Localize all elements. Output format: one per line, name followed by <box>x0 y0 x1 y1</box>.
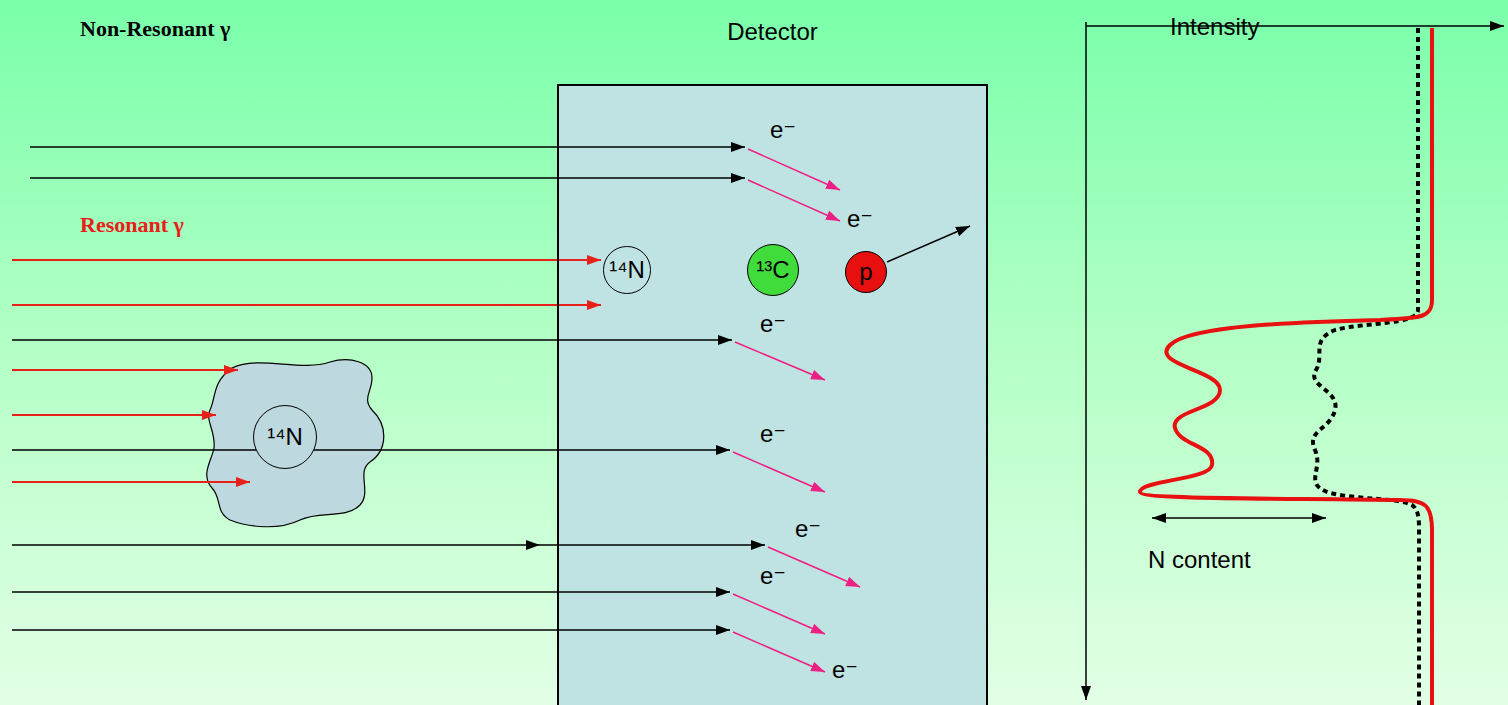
electron-label: e⁻ <box>832 656 858 684</box>
electron-label: e⁻ <box>760 310 786 337</box>
proton-track <box>887 226 970 262</box>
electron-label: e⁻ <box>770 116 796 143</box>
resonant-rays <box>12 260 601 482</box>
beam-label: Resonant γ <box>80 212 184 237</box>
electron-label: e⁻ <box>847 205 873 232</box>
particle-symbol: p <box>859 258 872 286</box>
particle-symbol: ¹⁴N <box>267 423 303 451</box>
detector-box: Detector¹⁴N¹³Cp <box>557 84 988 705</box>
dimension-label: N content <box>1148 546 1251 574</box>
nitrogen-nucleus: ¹⁴N <box>253 405 317 469</box>
electron-label: e⁻ <box>770 116 796 144</box>
electron-tracks <box>733 149 860 672</box>
detector-fill <box>557 84 988 705</box>
electron-label: e⁻ <box>795 515 821 543</box>
nitrogen-nucleus: ¹⁴N <box>603 246 651 294</box>
beam-label: Non-Resonant γ <box>80 16 230 41</box>
electron-label: e⁻ <box>795 515 821 542</box>
electron-label: e⁻ <box>760 420 786 448</box>
carbon-nucleus: ¹³C <box>747 244 799 296</box>
beam-label: Non-Resonant γ <box>80 16 230 41</box>
dimension-label: N content <box>1148 546 1251 573</box>
non-resonant-rays <box>12 147 765 630</box>
axis-label: Intensity <box>1170 13 1259 40</box>
axis-label: Intensity <box>1170 13 1259 41</box>
electron-label: e⁻ <box>847 205 873 233</box>
sample-blob <box>207 360 384 527</box>
electron-label: e⁻ <box>760 562 786 590</box>
proton: p <box>845 251 887 293</box>
box-heading: Detector <box>559 18 986 46</box>
particle-symbol: ¹⁴N <box>609 256 645 284</box>
box-title: Detector <box>727 18 818 45</box>
particle-symbol: ¹³C <box>756 256 789 284</box>
electron-label: e⁻ <box>760 562 786 589</box>
beam-label: Resonant γ <box>80 212 184 237</box>
intensity-graph <box>1086 22 1504 705</box>
electron-label: e⁻ <box>760 420 786 447</box>
electron-label: e⁻ <box>760 310 786 338</box>
electron-label: e⁻ <box>832 656 858 683</box>
